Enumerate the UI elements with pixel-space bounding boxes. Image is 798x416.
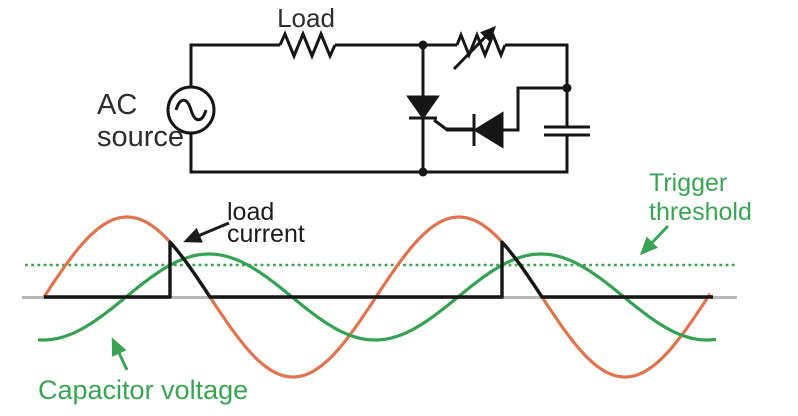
trigger-threshold-arrow [639, 224, 670, 256]
load-resistor-label: Load [277, 3, 335, 33]
ac-source-label-line1: AC [97, 89, 138, 121]
load-current-label-line2: current [227, 220, 305, 248]
load-resistor-icon [278, 30, 337, 60]
potentiometer-icon [452, 25, 507, 71]
ac-source-label-line2: source [97, 121, 185, 153]
ac-source-label: AC source [97, 89, 184, 153]
trigger-threshold-label: Trigger threshold [649, 169, 752, 227]
load-current-label-line1: load [227, 198, 275, 226]
diac-icon [472, 111, 504, 149]
load-current-arrow [183, 221, 230, 243]
capacitor-voltage-label: Capacitor voltage [38, 375, 249, 405]
circuit-wires [189, 43, 569, 174]
load-current-label: load current [227, 198, 305, 248]
trigger-threshold-label-line2: threshold [649, 198, 752, 226]
capacitor-voltage-arrow [111, 337, 129, 371]
waveform-plot [22, 215, 737, 379]
ac-source-icon [166, 85, 216, 135]
trigger-threshold-label-line1: Trigger [649, 169, 728, 197]
capacitor-voltage-curve [37, 252, 717, 342]
junction-dots [418, 40, 572, 177]
circuit-schematic [166, 25, 590, 177]
capacitor-icon [544, 125, 590, 137]
scr-icon [406, 95, 474, 131]
load-current-curve [44, 240, 713, 299]
